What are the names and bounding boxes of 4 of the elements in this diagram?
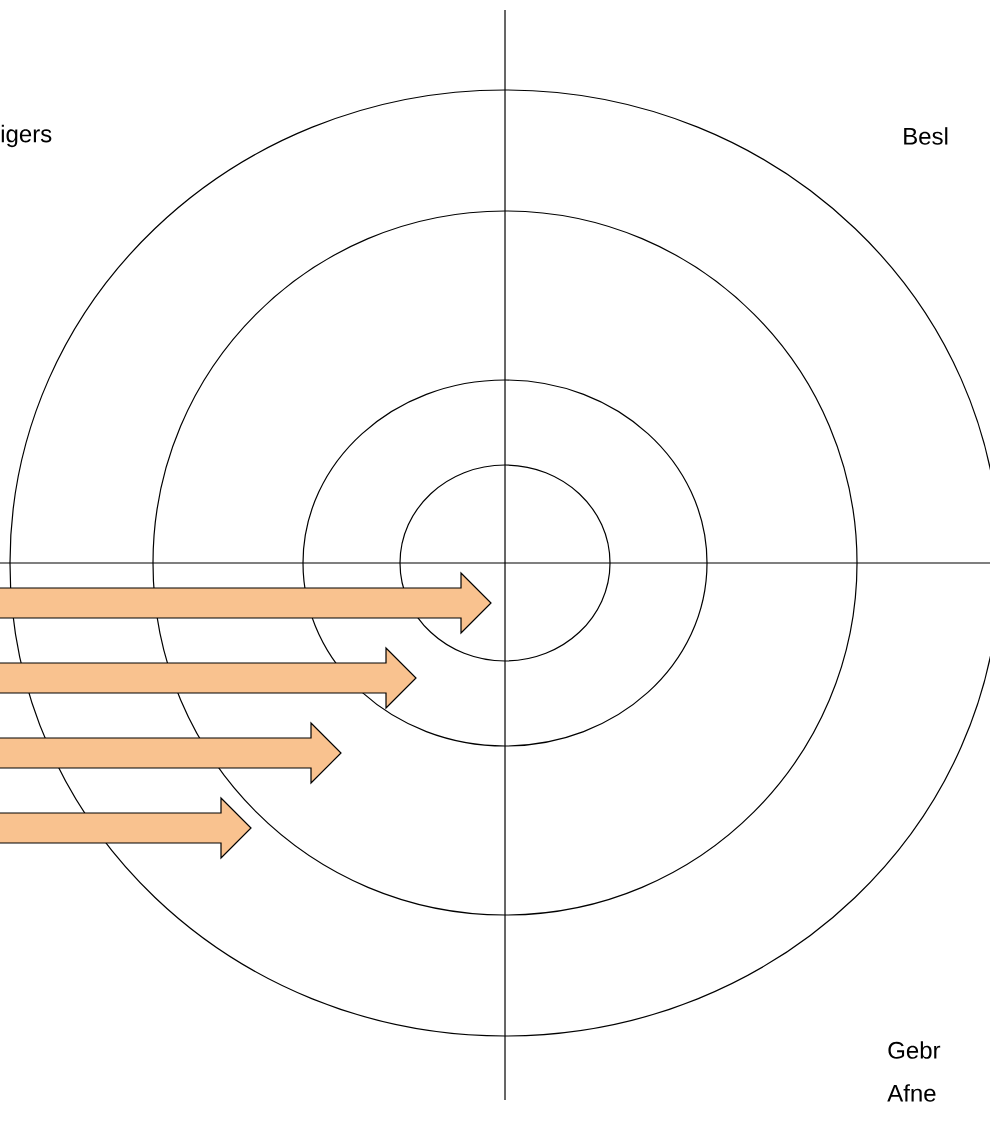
- quadrant-label: Gebr: [888, 1041, 941, 1059]
- quadrant-label: Afne: [887, 1084, 936, 1102]
- quadrant-label: igers: [1, 124, 52, 148]
- quadrant-label: Besl: [904, 127, 948, 145]
